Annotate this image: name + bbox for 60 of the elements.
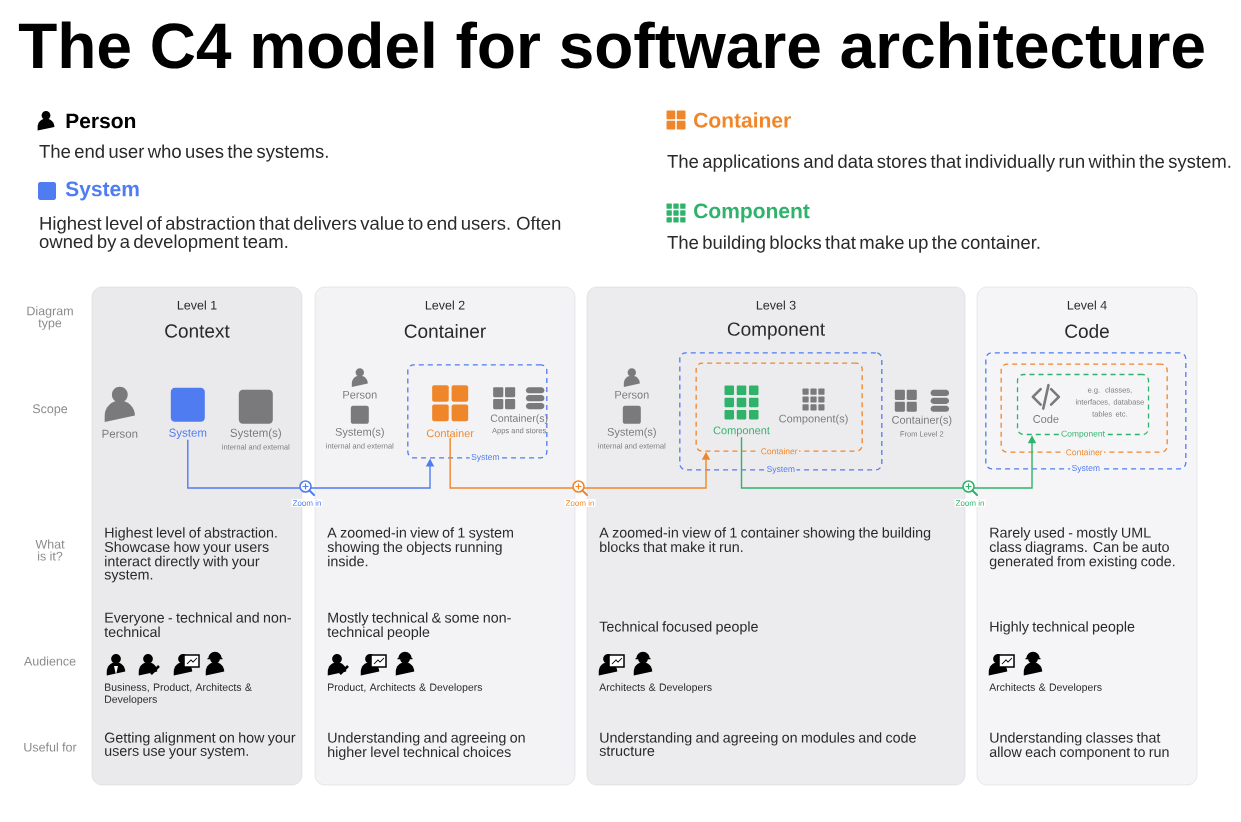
item-label: Person: [343, 391, 377, 399]
item-label: System(s): [335, 427, 384, 438]
description-text: A zoomed-in view of 1 container showing the building blocks that make it run.: [599, 527, 931, 553]
item-label: Component: [713, 426, 770, 437]
boundary-label: System: [469, 452, 501, 464]
level-label: Level 4: [1067, 300, 1107, 310]
row-label: What is it?: [35, 539, 65, 561]
legend-description: The building blocks that make up the container.: [667, 235, 1040, 253]
description-text: Highest level of abstraction. Showcase how your users interact directly with your system.: [104, 527, 277, 583]
row-label: Audience: [23, 656, 76, 666]
use-text: Getting alignment on how your users use your system.: [104, 732, 296, 759]
row-label: Diagram type: [27, 306, 73, 330]
legend-description: Highest level of abstraction that delivers value to end users. Often owned by a development team.: [39, 216, 561, 252]
level-label: Level 2: [425, 300, 465, 310]
item-label: Container(s): [490, 414, 548, 425]
edge-label: Zoom in: [565, 500, 594, 506]
audience-text: Mostly technical & some non-technical people: [327, 612, 511, 640]
level-label: Level 1: [177, 300, 217, 310]
boundary-label: Component: [1059, 429, 1107, 440]
legend-description: The end user who uses the systems.: [39, 144, 328, 162]
edge-label: Zoom in: [292, 500, 321, 506]
item-label: Code: [1033, 414, 1059, 423]
legend-description: The applications and data stores that individually run within the system.: [667, 154, 1231, 172]
title: The C4 model for software architecture: [18, 21, 1204, 69]
item-label: System: [169, 428, 207, 439]
use-text: Understanding and agreeing on higher level technical choices: [328, 732, 525, 760]
roles-text: Architects & Developers: [599, 683, 712, 693]
roles-text: Product, Architects & Developers: [328, 683, 483, 693]
boundary-label: Container: [759, 446, 800, 456]
audience-text: Technical focused people: [599, 621, 758, 635]
boundary-label: System: [1070, 463, 1102, 475]
roles-text: Architects & Developers: [989, 683, 1102, 693]
level-label: Level 3: [756, 300, 796, 310]
item-label: Container: [426, 429, 474, 438]
row-label: Useful for: [24, 742, 77, 752]
item-label: Container(s): [892, 415, 952, 426]
boundary-label: System: [765, 464, 797, 476]
card-title: Code: [1065, 324, 1109, 338]
boundary-label: Container: [1064, 447, 1105, 457]
edge-label: Zoom in: [955, 500, 984, 506]
audience-text: Everyone - technical and non-technical: [104, 612, 291, 638]
description-text: Rarely used - mostly UML class diagrams. Can be auto generated from existing code.: [989, 527, 1175, 570]
legend-heading: Component: [694, 203, 810, 223]
description-text: A zoomed-in view of 1 system showing the objects running inside.: [327, 527, 513, 567]
item-label: Person: [102, 429, 138, 438]
legend-heading: System: [65, 181, 139, 201]
card-title: Component: [727, 322, 825, 340]
item-label: System(s): [607, 427, 656, 438]
legend-heading: Person: [66, 113, 136, 129]
use-text: Understanding and agreeing on modules and code structure: [599, 732, 916, 756]
item-label: System(s): [230, 428, 281, 440]
item-label: Person: [615, 391, 649, 399]
roles-text: Business, Product, Architects & Developers: [105, 683, 252, 705]
row-label: Scope: [32, 404, 68, 416]
use-text: Understanding classes that allow each component to run: [989, 732, 1169, 760]
item-label: Component(s): [779, 414, 848, 425]
card-title: Container: [404, 324, 486, 338]
card-title: Context: [165, 324, 230, 338]
legend-heading: Container: [694, 112, 791, 128]
audience-text: Highly technical people: [990, 621, 1135, 635]
